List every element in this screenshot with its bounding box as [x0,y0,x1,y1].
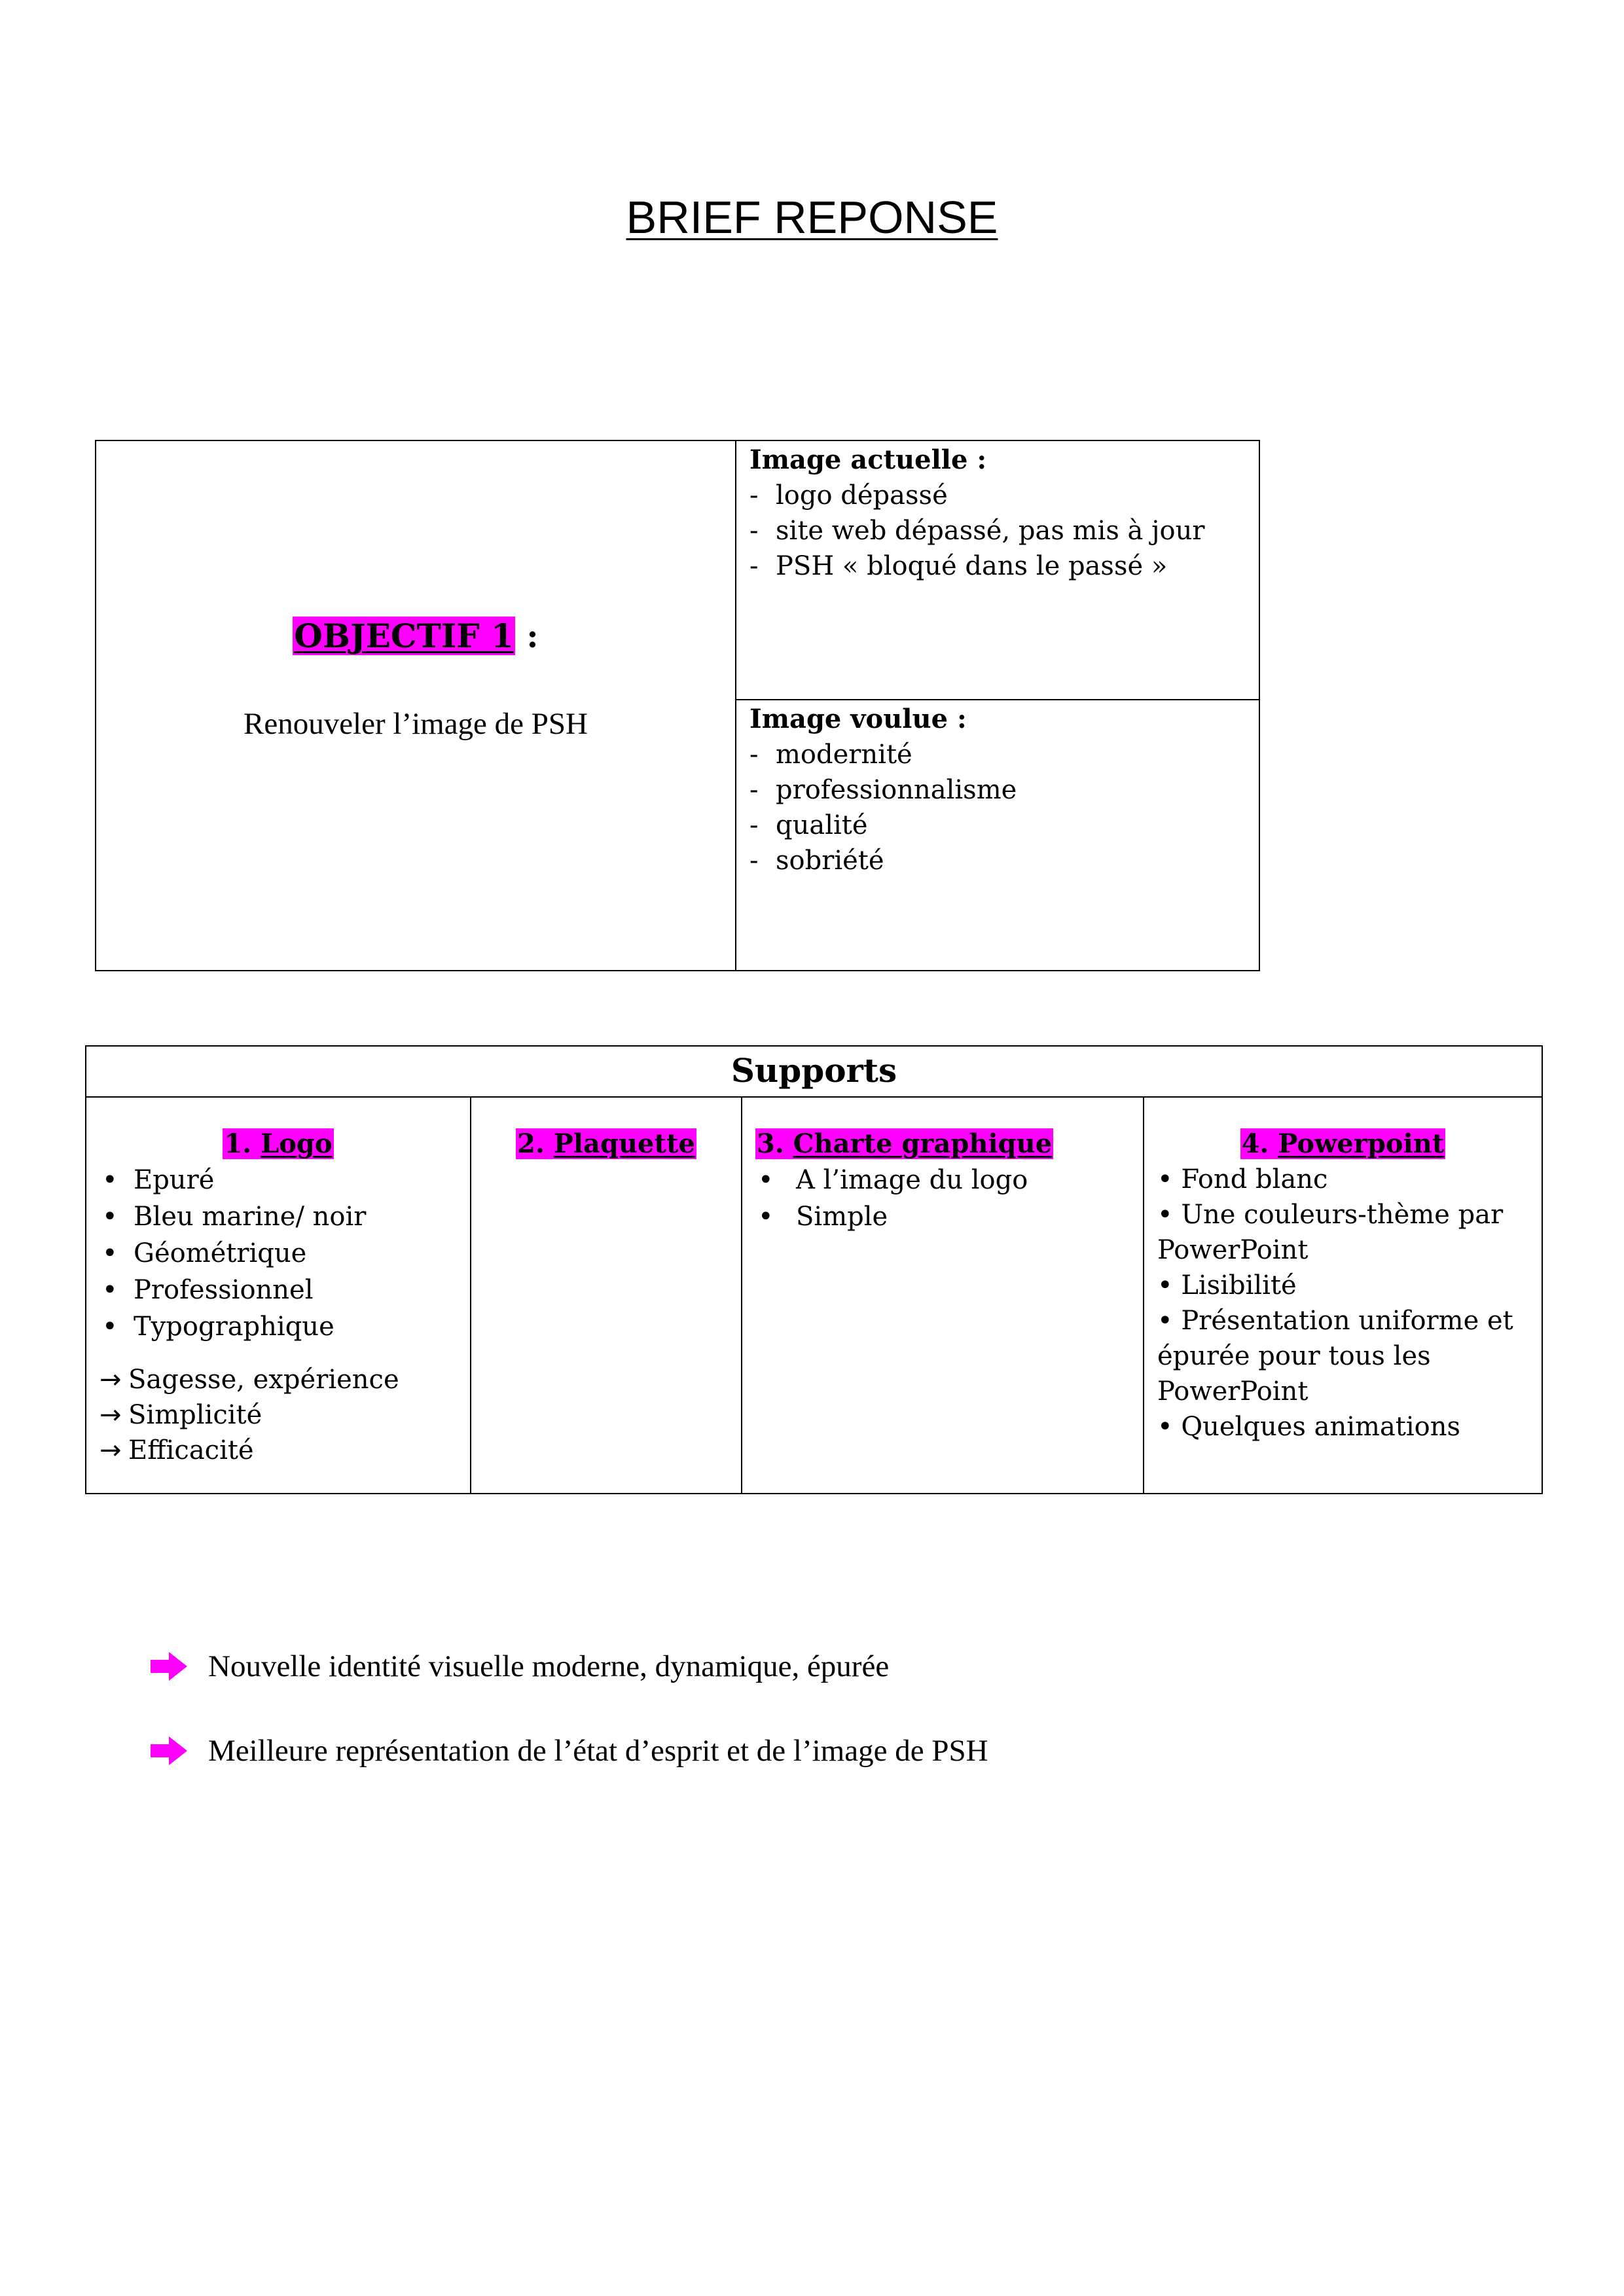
conclusion-text: Nouvelle identité visuelle moderne, dyna… [208,1649,890,1683]
list-item: qualité [749,808,1246,843]
support-number: 1. [224,1128,261,1159]
supports-table: Supports 1. Logo Epuré Bleu marine/ noir… [85,1045,1543,1494]
support-number: 3. [757,1128,793,1159]
support-column-charte-graphique: 3. Charte graphique A l’image du logo Si… [742,1096,1144,1493]
objective-text: Renouveler l’image de PSH [243,707,588,741]
support-title-highlight: 2. Plaquette [516,1128,696,1159]
support-title-label: Plaquette [553,1128,695,1159]
list-item: PSH « bloqué dans le passé » [749,548,1246,584]
list-item: A l’image du logo [755,1162,1130,1198]
objective-heading-label: OBJECTIF 1 [293,617,515,655]
list-item: Simple [755,1198,1130,1235]
logo-result-list: Sagesse, expérience Simplicité Efficacit… [99,1362,457,1468]
wanted-image-label: Image voulue : [749,704,967,734]
support-title-logo: 1. Logo [99,1126,457,1162]
list-item: Sagesse, expérience [99,1362,457,1397]
list-item: Efficacité [99,1433,457,1468]
support-column-logo: 1. Logo Epuré Bleu marine/ noir Géométri… [86,1096,471,1493]
list-item: Une couleurs-thème par PowerPoint [1157,1197,1528,1268]
conclusion-item: Nouvelle identité visuelle moderne, dyna… [149,1649,889,1684]
arrow-right-icon [149,1650,189,1683]
page-title: BRIEF REPONSE [626,192,998,243]
list-item: modernité [749,737,1246,772]
support-title-label: Charte graphique [793,1128,1053,1159]
objective-heading-colon: : [514,617,539,655]
list-item: Simplicité [99,1397,457,1433]
list-item: logo dépassé [749,478,1246,513]
conclusion-item: Meilleure représentation de l’état d’esp… [149,1733,988,1768]
support-column-plaquette: 2. Plaquette [471,1096,742,1493]
objective-heading: OBJECTIF 1 : [96,617,735,655]
list-item: Géométrique [99,1235,457,1272]
list-item: Epuré [99,1162,457,1198]
support-title-label: Powerpoint [1278,1128,1445,1159]
list-item: Lisibilité [1157,1268,1528,1303]
list-item: Quelques animations [1157,1409,1528,1444]
conclusion-text: Meilleure représentation de l’état d’esp… [208,1734,988,1768]
supports-header: Supports [86,1047,1542,1098]
wanted-image-list: modernité professionnalisme qualité sobr… [749,737,1246,878]
list-item: Présentation uniforme et épurée pour tou… [1157,1303,1528,1409]
support-title-powerpoint: 4. Powerpoint [1157,1126,1528,1162]
list-item: professionnalisme [749,772,1246,808]
support-title-highlight: 4. Powerpoint [1240,1128,1446,1159]
list-item: Typographique [99,1308,457,1345]
powerpoint-bullet-list: Fond blanc Une couleurs-thème par PowerP… [1157,1162,1528,1444]
support-title-label: Logo [261,1128,333,1159]
support-title-charte-graphique: 3. Charte graphique [755,1126,1130,1162]
list-item: Professionnel [99,1272,457,1308]
logo-bullet-list: Epuré Bleu marine/ noir Géométrique Prof… [99,1162,457,1345]
list-item: site web dépassé, pas mis à jour [749,513,1246,548]
current-image-cell: Image actuelle : logo dépassé site web d… [736,441,1259,700]
current-image-label: Image actuelle : [749,444,987,475]
support-number: 4. [1241,1128,1278,1159]
support-title-plaquette: 2. Plaquette [484,1126,728,1162]
list-item: Fond blanc [1157,1162,1528,1197]
list-item: Bleu marine/ noir [99,1198,457,1235]
support-number: 2. [517,1128,554,1159]
charte-bullet-list: A l’image du logo Simple [755,1162,1130,1235]
current-image-list: logo dépassé site web dépassé, pas mis à… [749,478,1246,584]
wanted-image-cell: Image voulue : modernité professionnalis… [736,700,1259,970]
support-title-highlight: 1. Logo [223,1128,334,1159]
arrow-right-icon [149,1734,189,1767]
objective-table: OBJECTIF 1 : Renouveler l’image de PSH I… [95,440,1260,971]
list-item: sobriété [749,843,1246,878]
image-cells: Image actuelle : logo dépassé site web d… [736,441,1259,970]
support-title-highlight: 3. Charte graphique [755,1128,1054,1159]
support-column-powerpoint: 4. Powerpoint Fond blanc Une couleurs-th… [1144,1096,1542,1493]
objective-cell: OBJECTIF 1 : Renouveler l’image de PSH [96,441,736,970]
